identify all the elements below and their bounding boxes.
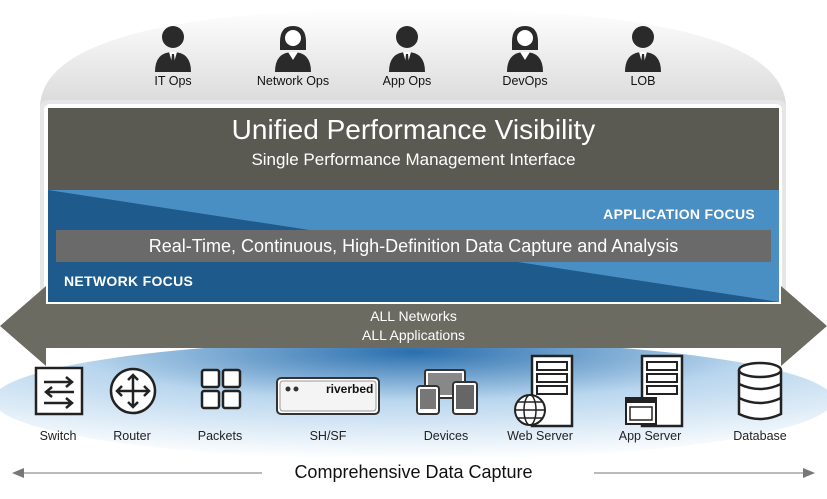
device-packets <box>176 366 266 421</box>
devices-icon <box>416 369 478 415</box>
device-label: Web Server <box>507 429 573 443</box>
footer-caption: Comprehensive Data Capture <box>294 462 533 482</box>
database-icon <box>737 361 783 421</box>
person-icon <box>389 26 425 72</box>
device-switch <box>14 366 104 421</box>
persona-lob: LOB <box>598 24 688 88</box>
person-icon <box>625 26 661 72</box>
device-shsf: riverbed <box>276 377 380 422</box>
device-devices <box>400 366 490 423</box>
persona-it-ops: IT Ops <box>128 24 218 88</box>
main-title: Unified Performance Visibility <box>231 114 596 145</box>
device-label: Router <box>113 429 151 443</box>
device-label: Database <box>733 429 787 443</box>
device-app-server <box>622 354 686 433</box>
header-band <box>48 108 779 190</box>
device-web-server <box>512 354 576 433</box>
device-label: SH/SF <box>309 429 347 443</box>
person-female-icon <box>275 26 311 72</box>
device-router <box>88 366 178 421</box>
application-focus-label: APPLICATION FOCUS <box>603 206 755 222</box>
device-label: Switch <box>39 429 77 443</box>
persona-label: DevOps <box>502 74 548 88</box>
persona-devops: DevOps <box>480 24 570 88</box>
persona-app-ops: App Ops <box>362 24 452 88</box>
person-icon <box>155 26 191 72</box>
web-server-icon <box>514 354 574 428</box>
arrow-label-networks: ALL Networks <box>370 308 457 324</box>
riverbed-logo: riverbed <box>326 382 374 396</box>
double-arrow <box>0 286 827 366</box>
network-focus-label: NETWORK FOCUS <box>64 273 194 289</box>
person-female-icon <box>507 26 543 72</box>
capture-text: Real-Time, Continuous, High-Definition D… <box>148 236 679 256</box>
subtitle: Single Performance Management Interface <box>251 150 576 169</box>
device-label: Devices <box>423 429 469 443</box>
arrow-label-applications: ALL Applications <box>362 327 465 343</box>
app-server-icon <box>625 354 684 428</box>
persona-label: LOB <box>630 74 656 88</box>
device-label: Packets <box>197 429 243 443</box>
device-label: App Server <box>618 429 682 443</box>
router-icon <box>109 367 157 415</box>
persona-label: App Ops <box>382 74 432 88</box>
persona-label: Network Ops <box>256 74 330 88</box>
appliance-icon <box>276 377 380 415</box>
persona-label: IT Ops <box>154 74 192 88</box>
device-database <box>736 360 784 429</box>
packets-icon <box>200 368 242 410</box>
persona-network-ops: Network Ops <box>248 24 338 88</box>
switch-icon <box>34 366 84 416</box>
capture-bar <box>56 230 771 262</box>
